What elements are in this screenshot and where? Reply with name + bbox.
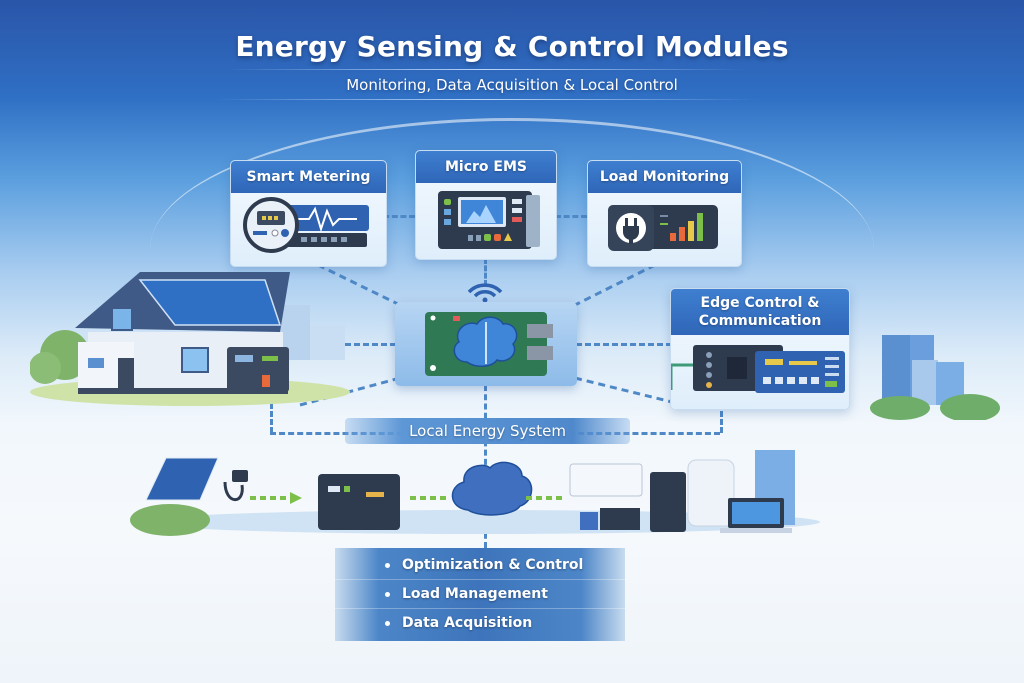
capability-item: Data Acquisition (335, 609, 625, 637)
plug-icon (223, 481, 244, 502)
appliance-icon (650, 472, 686, 532)
edge-control-card[interactable]: Edge Control & Communication (670, 288, 850, 410)
ai-hub-panel[interactable] (395, 302, 577, 386)
page-title: Energy Sensing & Control Modules (235, 30, 789, 63)
connector-hub-edge (576, 343, 672, 346)
bullet-icon (385, 591, 390, 597)
solar-house-illustration (30, 272, 350, 406)
micro-ems-title: Micro EMS (416, 151, 556, 183)
connector-hub-edge-lower (574, 376, 673, 404)
page-subtitle: Monitoring, Data Acquisition & Local Con… (346, 76, 678, 94)
capability-item: Load Management (335, 580, 625, 609)
connector-ems-load (555, 215, 587, 218)
wifi-icon (467, 283, 503, 302)
connector-ems-hub (484, 258, 487, 286)
title-divider (225, 69, 745, 70)
energy-flow-illustration (130, 450, 820, 536)
local-energy-system-label: Local Energy System (345, 418, 630, 444)
capability-item: Optimization & Control (335, 551, 625, 580)
ai-brain-icon (451, 461, 533, 516)
water-heater-icon (687, 459, 735, 527)
battery-inverter-icon (227, 347, 289, 392)
connector-house-hub (300, 343, 396, 346)
inverter-icon (318, 474, 400, 530)
solar-panel-icon (145, 457, 219, 501)
edge-gateway-icon (671, 345, 845, 393)
micro-ems-card[interactable]: Micro EMS (415, 150, 557, 260)
smart-metering-title: Smart Metering (231, 161, 386, 193)
plug-load-monitor-icon (608, 205, 718, 251)
ems-controller-icon (438, 191, 540, 249)
connector-load-hub (574, 263, 656, 307)
connector-bus-right (720, 395, 723, 433)
edge-control-title-line1: Edge Control & (700, 295, 820, 311)
load-monitoring-card[interactable]: Load Monitoring (587, 160, 742, 267)
capabilities-list: Optimization & Control Load Management D… (335, 548, 625, 641)
load-monitoring-title: Load Monitoring (588, 161, 741, 193)
connector-bus-left (270, 395, 273, 433)
smart-meter-icon (243, 197, 369, 253)
solar-panel-icon (138, 279, 282, 326)
connector-metering-hub (317, 263, 401, 307)
city-buildings-illustration (870, 335, 1000, 420)
capability-label: Data Acquisition (402, 615, 533, 631)
smart-metering-card[interactable]: Smart Metering (230, 160, 387, 267)
capability-label: Optimization & Control (402, 557, 584, 573)
edge-control-title-line2: Communication (698, 313, 822, 329)
decorative-arc (150, 118, 874, 381)
bullet-icon (385, 562, 390, 568)
ai-brain-circuit-board-icon (425, 312, 553, 376)
capability-label: Load Management (402, 586, 548, 602)
bullet-icon (385, 620, 390, 626)
air-conditioner-icon (569, 463, 643, 497)
subtitle-divider (215, 99, 755, 100)
edge-control-title: Edge Control & Communication (671, 289, 849, 335)
